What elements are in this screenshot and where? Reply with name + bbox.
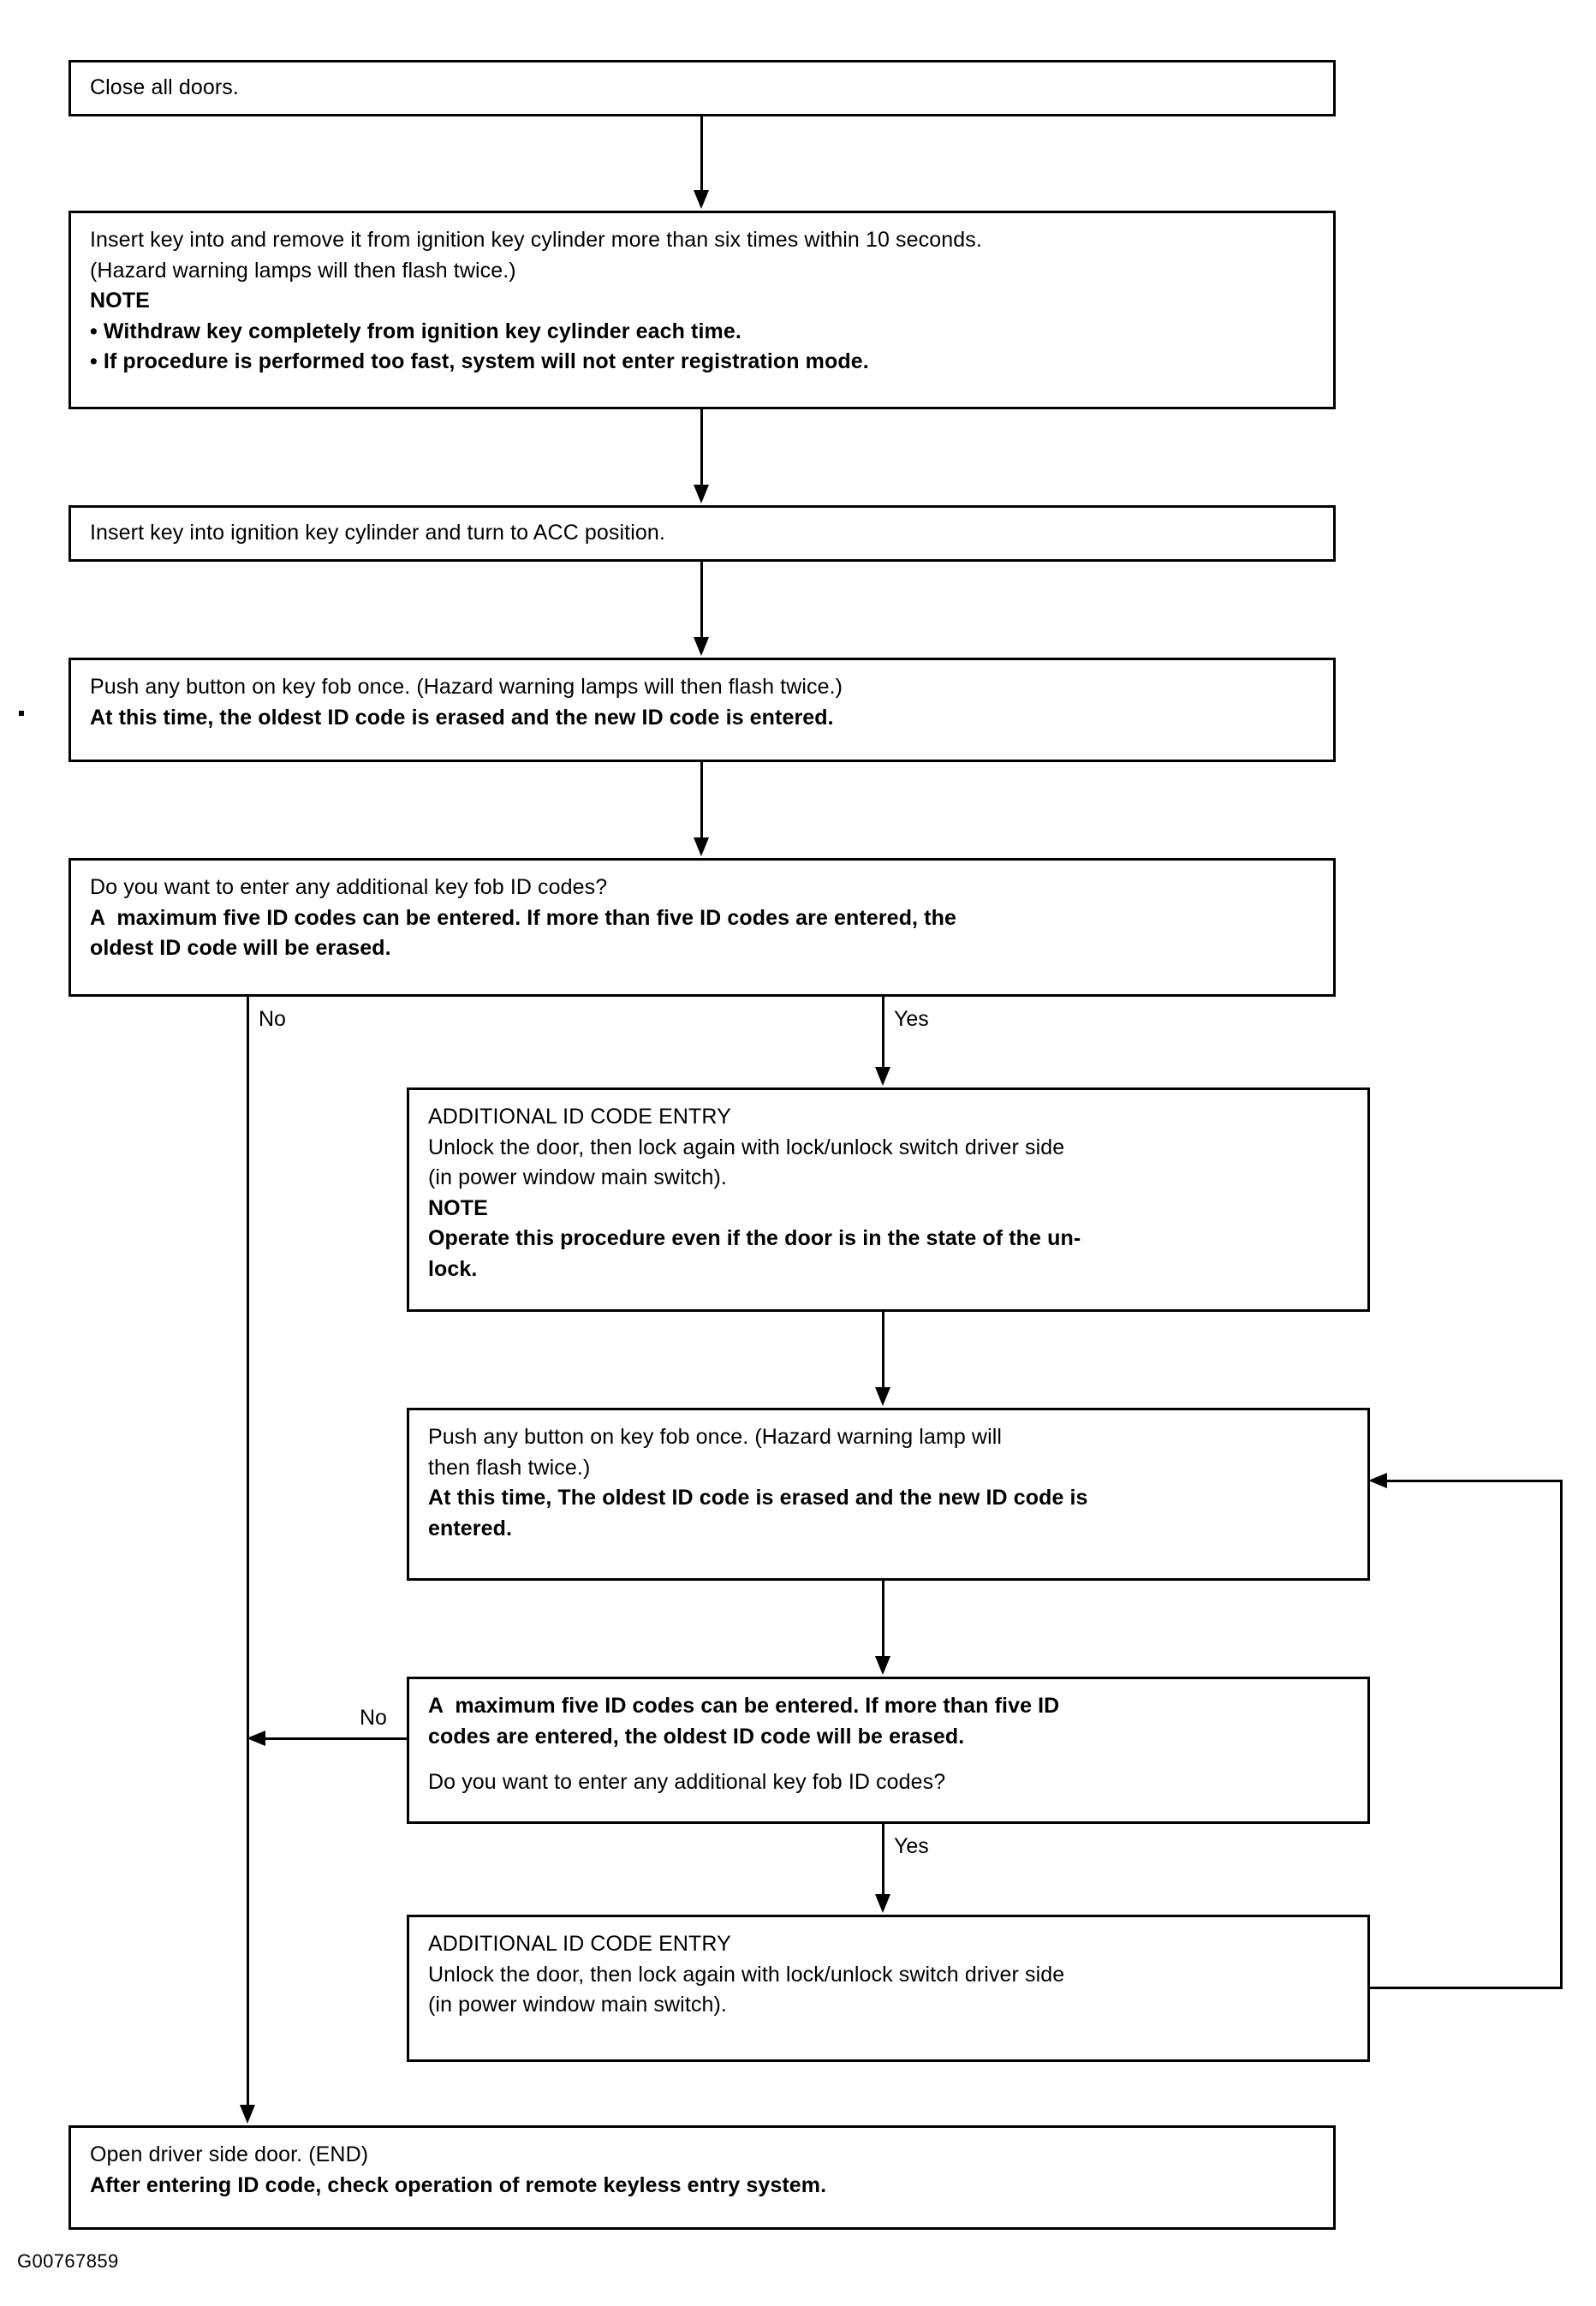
node-line: codes are entered, the oldest ID code wi… [428, 1724, 965, 1749]
node-line: oldest ID code will be erased. [90, 936, 391, 960]
node-line: Push any button on key fob once. (Hazard… [90, 675, 843, 699]
node-close-all-doors: Close all doors. [68, 60, 1336, 116]
node-line: (in power window main switch). [428, 1993, 727, 2017]
branch-label-no-1: No [259, 1007, 286, 1031]
scan-speck [19, 711, 24, 716]
node-line: (Hazard warning lamps will then flash tw… [90, 258, 516, 283]
node-additional-id-code-entry-first: ADDITIONAL ID CODE ENTRY Unlock the door… [407, 1087, 1370, 1312]
node-line: Open driver side door. (END) [90, 2142, 369, 2166]
connector-3-to-4-arrowhead [694, 637, 709, 656]
node-line: At this time, the oldest ID code is eras… [90, 705, 834, 730]
branch-label-yes-2: Yes [894, 1834, 929, 1858]
branch-no-2-line [264, 1737, 409, 1740]
node-insert-remove-key-six-times: Insert key into and remove it from ignit… [68, 211, 1336, 409]
connector-4-to-5 [700, 762, 703, 837]
node-line: • If procedure is performed too fast, sy… [90, 349, 869, 373]
node-line: Close all doors. [90, 75, 239, 100]
branch-yes-2-rail [882, 1824, 884, 1894]
node-line: then flash twice.) [428, 1455, 591, 1480]
node-decision-additional-codes-first: Do you want to enter any additional key … [68, 858, 1336, 997]
connector-7-to-8-arrowhead [875, 1656, 890, 1675]
node-line: NOTE [90, 289, 150, 313]
connector-2-to-3 [700, 409, 703, 485]
node-decision-additional-codes-second: A maximum five ID codes can be entered. … [407, 1677, 1370, 1824]
node-line: Push any button on key fob once. (Hazard… [428, 1425, 1003, 1449]
node-line: A maximum five ID codes can be entered. … [90, 905, 956, 930]
branch-label-no-2: No [360, 1706, 387, 1730]
node-open-driver-side-door-end: Open driver side door. (END) After enter… [68, 2125, 1336, 2230]
node-line: ADDITIONAL ID CODE ENTRY [428, 1105, 731, 1129]
node-line: After entering ID code, check operation … [90, 2172, 827, 2197]
node-line: (in power window main switch). [428, 1165, 727, 1189]
node-line: NOTE [428, 1195, 488, 1220]
node-line: Unlock the door, then lock again with lo… [428, 1962, 1065, 1987]
connector-6-to-7-arrowhead [875, 1387, 890, 1406]
connector-1-to-2-arrowhead [694, 190, 709, 209]
node-line: Insert key into and remove it from ignit… [90, 228, 982, 252]
branch-label-yes-1: Yes [894, 1007, 929, 1031]
connector-3-to-4 [700, 562, 703, 637]
feedback-loop-right-segment [1560, 1480, 1563, 1989]
node-push-key-fob-button-first: Push any button on key fob once. (Hazard… [68, 658, 1336, 762]
branch-yes-1-rail [882, 997, 884, 1067]
node-line: ADDITIONAL ID CODE ENTRY [428, 1932, 731, 1956]
node-line: Unlock the door, then lock again with lo… [428, 1135, 1065, 1159]
node-line: entered. [428, 1516, 513, 1540]
connector-4-to-5-arrowhead [694, 837, 709, 856]
feedback-loop-arrowhead [1368, 1473, 1387, 1488]
node-line: A maximum five ID codes can be entered. … [428, 1694, 1060, 1718]
feedback-loop-bottom-segment [1370, 1987, 1563, 1989]
feedback-loop-top-segment [1387, 1480, 1563, 1482]
branch-yes-2-arrowhead [875, 1894, 890, 1913]
branch-no-1-rail [247, 997, 249, 2105]
node-line: Do you want to enter any additional key … [428, 1770, 946, 1794]
node-push-key-fob-button-second: Push any button on key fob once. (Hazard… [407, 1408, 1370, 1581]
node-turn-key-to-acc: Insert key into ignition key cylinder an… [68, 505, 1336, 562]
connector-1-to-2 [700, 116, 703, 190]
connector-6-to-7 [882, 1312, 884, 1387]
branch-yes-1-arrowhead [875, 1067, 890, 1086]
node-line: • Withdraw key completely from ignition … [90, 319, 741, 343]
branch-no-2-arrowhead [247, 1731, 265, 1746]
connector-7-to-8 [882, 1581, 884, 1656]
node-line: lock. [428, 1256, 478, 1281]
connector-2-to-3-arrowhead [694, 485, 709, 504]
node-line: Insert key into ignition key cylinder an… [90, 521, 665, 545]
figure-id: G00767859 [17, 2250, 119, 2272]
node-line: Do you want to enter any additional key … [90, 875, 608, 899]
node-line: Operate this procedure even if the door … [428, 1226, 1081, 1250]
node-line: At this time, The oldest ID code is eras… [428, 1486, 1088, 1510]
node-additional-id-code-entry-second: ADDITIONAL ID CODE ENTRY Unlock the door… [407, 1915, 1370, 2062]
branch-no-1-arrowhead [240, 2105, 255, 2124]
